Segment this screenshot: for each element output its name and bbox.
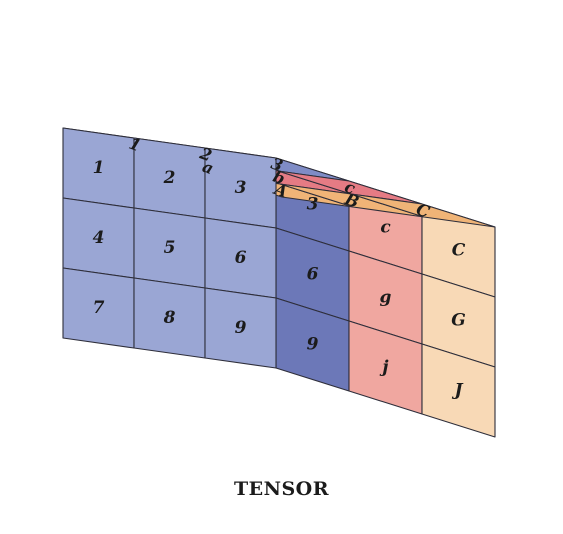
front-cell-label: 8: [163, 308, 176, 328]
front-cell-label: 4: [93, 228, 105, 248]
diagram-caption: TENSOR: [233, 478, 330, 500]
blue-side-label: 6: [307, 265, 319, 285]
front-cell-label: 2: [163, 168, 176, 188]
orange-side-label: C: [452, 241, 466, 261]
orange-top-cell: [350, 193, 496, 228]
front-cell: [204, 287, 277, 369]
orange-side-label: G: [451, 311, 466, 331]
front-cell-label: 1: [93, 158, 105, 178]
blue-side-label: 3: [307, 195, 319, 215]
red-side-label: j: [379, 358, 389, 378]
front-cell-label: 5: [164, 238, 176, 258]
orange-top-label: B: [341, 189, 361, 212]
front-cell-label: 9: [235, 318, 247, 338]
front-cell-label: 3: [235, 178, 247, 198]
red-side-label: g: [380, 288, 392, 308]
orange-side-label: J: [451, 381, 463, 401]
blue-side-label: 9: [307, 335, 319, 355]
orange-side-cell: [421, 343, 496, 438]
front-cell-label: 6: [235, 248, 247, 268]
front-cell-label: 7: [93, 298, 105, 318]
red-side-label: c: [380, 218, 391, 238]
